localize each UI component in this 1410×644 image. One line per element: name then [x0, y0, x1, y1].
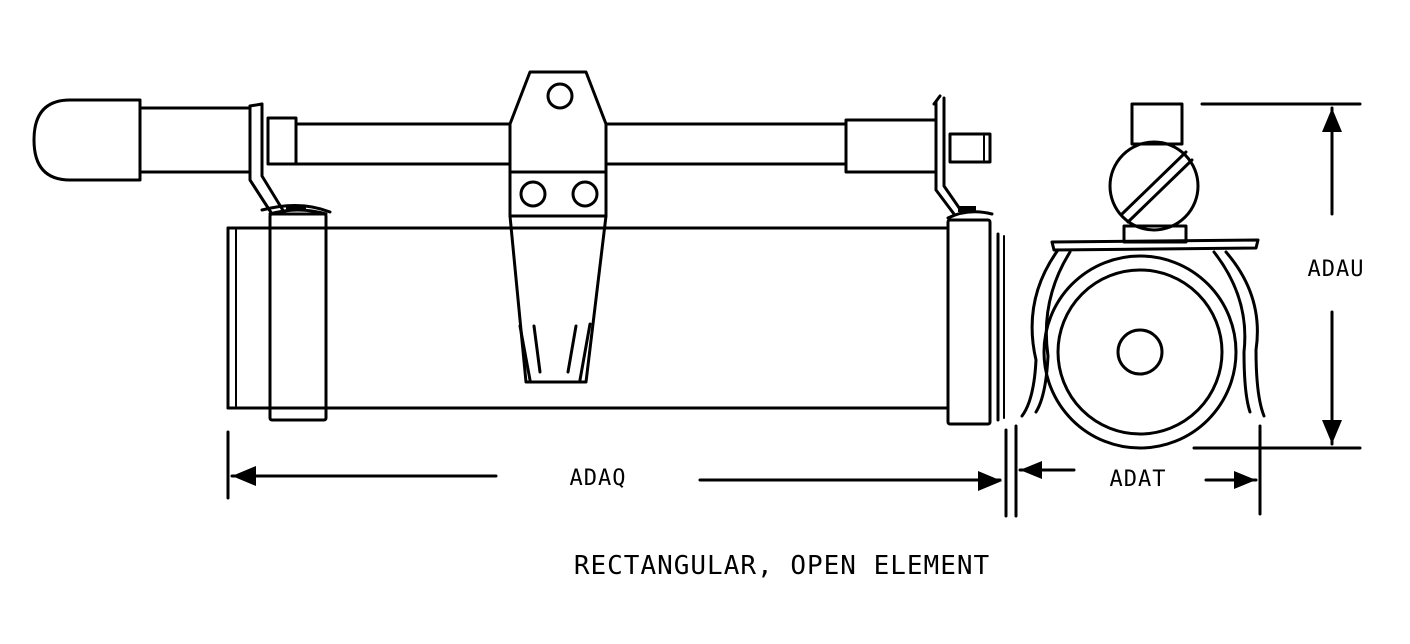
dimension-width: ADAT [1014, 424, 1262, 518]
sliding-tap [508, 70, 608, 384]
end-view-tube-outer [1042, 254, 1238, 450]
diagram-caption: RECTANGULAR, OPEN ELEMENT [574, 551, 990, 581]
end-view [1020, 102, 1266, 450]
slotted-screw-head [1108, 140, 1200, 232]
dimension-height: ADAU [1192, 102, 1365, 450]
adjustment-rod [32, 98, 992, 182]
left-bracket [248, 102, 286, 216]
end-view-plate [1050, 238, 1260, 252]
dimension-length: ADAQ [226, 428, 1008, 518]
end-view-screw-post [1130, 102, 1184, 146]
right-spring-clip [1224, 250, 1266, 418]
left-band-clamp [260, 203, 332, 422]
dimension-height-label: ADAU [1308, 257, 1365, 282]
end-view-core-hole [1116, 328, 1164, 376]
right-band-clamp [946, 206, 1005, 426]
dimension-width-label: ADAT [1110, 467, 1167, 492]
ceramic-tube-body [226, 226, 950, 410]
dimension-length-label: ADAQ [570, 466, 627, 491]
end-view-tube-inner [1056, 268, 1224, 436]
side-view [32, 70, 1005, 426]
right-bracket [932, 94, 964, 216]
left-spring-clip [1020, 248, 1060, 418]
